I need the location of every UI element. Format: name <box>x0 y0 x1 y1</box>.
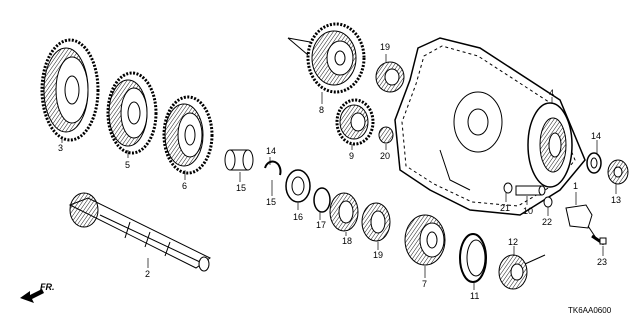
bearing-21 <box>378 126 394 144</box>
gear-8 <box>287 22 366 94</box>
callout-8: 8 <box>319 105 325 115</box>
diagram-code: TK6AA0600 <box>568 306 612 315</box>
callout-23: 23 <box>597 257 608 267</box>
callout-4: 4 <box>549 88 555 98</box>
callout-14: 14 <box>591 131 602 141</box>
mainshaft-2 <box>68 192 211 272</box>
callout-10: 10 <box>523 206 534 216</box>
callout-2: 2 <box>145 269 151 279</box>
callout-6: 6 <box>182 181 188 191</box>
pin-10 <box>515 185 546 196</box>
callout-15b: 15 <box>266 197 277 207</box>
front-direction-label: FR. <box>40 282 55 292</box>
callout-20: 19 <box>380 42 391 52</box>
front-direction-arrow <box>20 289 44 303</box>
callout-15a: 14 <box>266 146 277 156</box>
callout-13: 13 <box>611 195 622 205</box>
part-13 <box>607 159 629 185</box>
callout-3: 3 <box>58 143 64 153</box>
bearing-17 <box>285 169 311 203</box>
callout-9: 9 <box>349 151 355 161</box>
o-ring-22a <box>503 182 513 194</box>
callout-7: 7 <box>422 279 428 289</box>
sensor-1 <box>565 204 597 239</box>
callout-22b: 22 <box>542 217 553 227</box>
callout-19b: 19 <box>373 250 384 260</box>
callout-21: 20 <box>380 151 391 161</box>
gear-12 <box>498 254 546 290</box>
gear-6 <box>162 95 214 175</box>
callout-1: 1 <box>573 181 579 191</box>
callout-11: 11 <box>470 291 480 301</box>
callout-18: 17 <box>316 220 327 230</box>
callout-22a: 21 <box>500 203 511 213</box>
snap-ring-18 <box>313 187 331 213</box>
callout-17: 16 <box>293 212 304 222</box>
part-4 <box>527 102 573 188</box>
gear-9 <box>335 98 375 146</box>
needle-bearing-19a <box>329 192 359 232</box>
gear-3 <box>40 38 100 142</box>
ring-11 <box>459 233 487 283</box>
callout-16: 15 <box>236 183 247 193</box>
gear-7 <box>404 214 446 266</box>
needle-bearing-19b <box>361 202 391 242</box>
snap-ring-15 <box>264 160 282 176</box>
callout-19a: 18 <box>342 236 353 246</box>
washer-14 <box>586 152 602 174</box>
bearing-20 <box>375 61 405 93</box>
bushing-16 <box>224 149 254 171</box>
gear-5 <box>106 71 158 155</box>
bolt-23 <box>591 234 607 246</box>
callout-5: 5 <box>125 160 131 170</box>
callout-12: 12 <box>508 237 519 247</box>
leader-lines <box>61 54 617 290</box>
o-ring-22b <box>543 196 553 208</box>
